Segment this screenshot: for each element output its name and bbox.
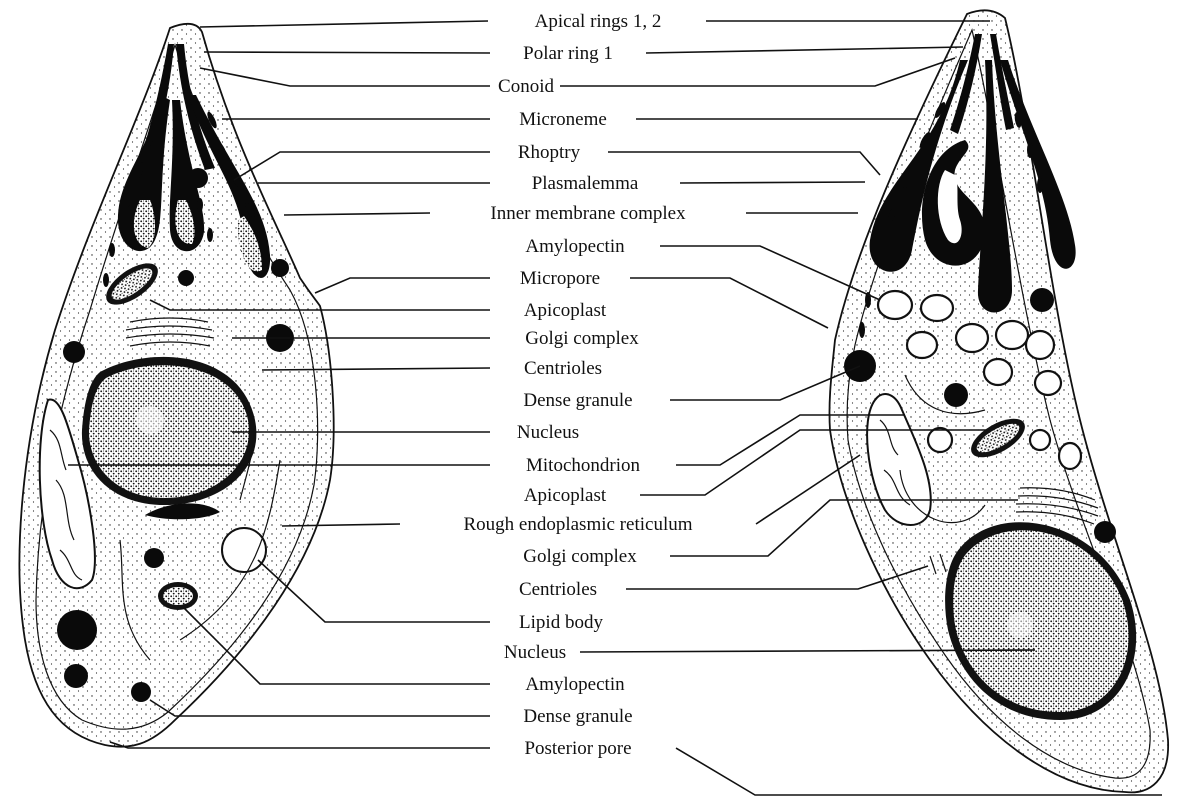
label-mitochondrion: Mitochondrion (526, 455, 640, 476)
label-rhoptry: Rhoptry (518, 142, 581, 163)
label-dense-granule-bottom: Dense granule (523, 706, 632, 727)
label-apical-rings: Apical rings 1, 2 (535, 11, 662, 32)
label-amylopectin-top: Amylopectin (525, 236, 625, 257)
left-lipid-body (222, 528, 266, 572)
label-centrioles-mid: Centrioles (519, 579, 597, 600)
label-golgi-mid: Golgi complex (523, 546, 637, 567)
label-nucleus-top: Nucleus (517, 422, 579, 443)
label-dense-granule-top: Dense granule (523, 390, 632, 411)
label-inner-membrane-complex: Inner membrane complex (490, 203, 686, 224)
label-apicoplast-mid: Apicoplast (524, 485, 607, 506)
label-centrioles-top: Centrioles (524, 358, 602, 379)
label-amylopectin-bottom: Amylopectin (525, 674, 625, 695)
label-micropore: Micropore (520, 268, 600, 289)
label-microneme: Microneme (519, 109, 607, 130)
label-posterior-pore: Posterior pore (524, 738, 631, 759)
right-cell (829, 10, 1168, 792)
label-apicoplast-top: Apicoplast (524, 300, 607, 321)
left-amylopectin (158, 582, 198, 610)
label-nucleus-bottom: Nucleus (504, 642, 566, 663)
label-rough-er: Rough endoplasmic reticulum (463, 514, 692, 535)
label-golgi-top: Golgi complex (525, 328, 639, 349)
label-polar-ring: Polar ring 1 (523, 43, 613, 64)
label-plasmalemma: Plasmalemma (532, 173, 639, 194)
left-cell (19, 24, 333, 747)
labels: Apical rings 1, 2 Polar ring 1 Conoid Mi… (463, 11, 692, 759)
label-conoid: Conoid (498, 76, 554, 97)
label-lipid-body: Lipid body (519, 612, 603, 633)
